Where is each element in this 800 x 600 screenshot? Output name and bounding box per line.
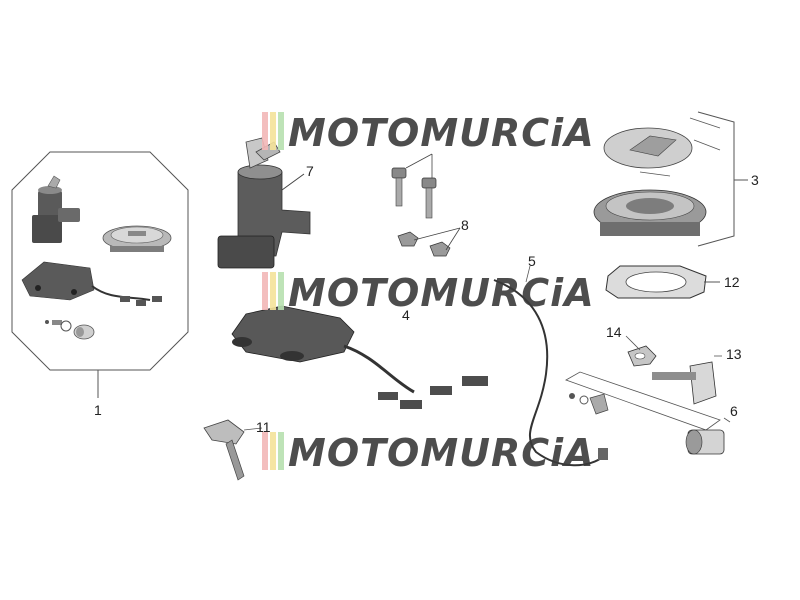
- kit-fuel-cap: [102, 225, 172, 252]
- callout-8: 8: [461, 217, 469, 233]
- watermark-bottom: MOTOMURCiA: [262, 431, 595, 475]
- kit-lock-parts: [45, 320, 95, 340]
- gasket: [605, 265, 720, 299]
- callout-labels: 1 3 4 5 6 7 8 11 12 13 14: [94, 163, 759, 435]
- choke-cable: [493, 265, 608, 467]
- cap-bracket: [697, 111, 735, 247]
- callout-13: 13: [726, 346, 742, 362]
- watermark-text-bottom: MOTOMURCiA: [288, 431, 595, 475]
- callout-6: 6: [730, 403, 738, 419]
- watermark-top: MOTOMURCiA: [262, 111, 595, 155]
- callout-12: 12: [724, 274, 740, 290]
- bolts-and-nuts: [391, 153, 461, 257]
- callout-1: 1: [94, 402, 102, 418]
- ignition-switch: [217, 137, 311, 269]
- callout-5: 5: [528, 253, 536, 269]
- watermark-middle: MOTOMURCiA: [262, 271, 595, 315]
- kit-outline-group: [11, 151, 189, 398]
- kit-outline: [11, 151, 189, 371]
- nut-right: [429, 241, 451, 257]
- callout-3: 3: [751, 172, 759, 188]
- bolt-left: [391, 167, 407, 207]
- fuel-tank-cap: [593, 111, 748, 247]
- watermark-text-top: MOTOMURCiA: [288, 111, 595, 155]
- lock-outline: [565, 371, 721, 431]
- key: [203, 419, 263, 481]
- bolt-right: [421, 177, 437, 219]
- lock-cylinder-group: [565, 335, 731, 455]
- kit-ignition-switch: [32, 175, 80, 243]
- watermark-text-middle: MOTOMURCiA: [288, 271, 595, 315]
- callout-11: 11: [256, 419, 271, 435]
- callout-7: 7: [306, 163, 314, 179]
- kit-ecu-module: [21, 261, 162, 306]
- callout-4: 4: [402, 307, 410, 323]
- immobilizer-module: [231, 305, 488, 409]
- nut-left: [397, 231, 419, 247]
- lock-plate: [689, 361, 717, 405]
- callout-14: 14: [606, 324, 622, 340]
